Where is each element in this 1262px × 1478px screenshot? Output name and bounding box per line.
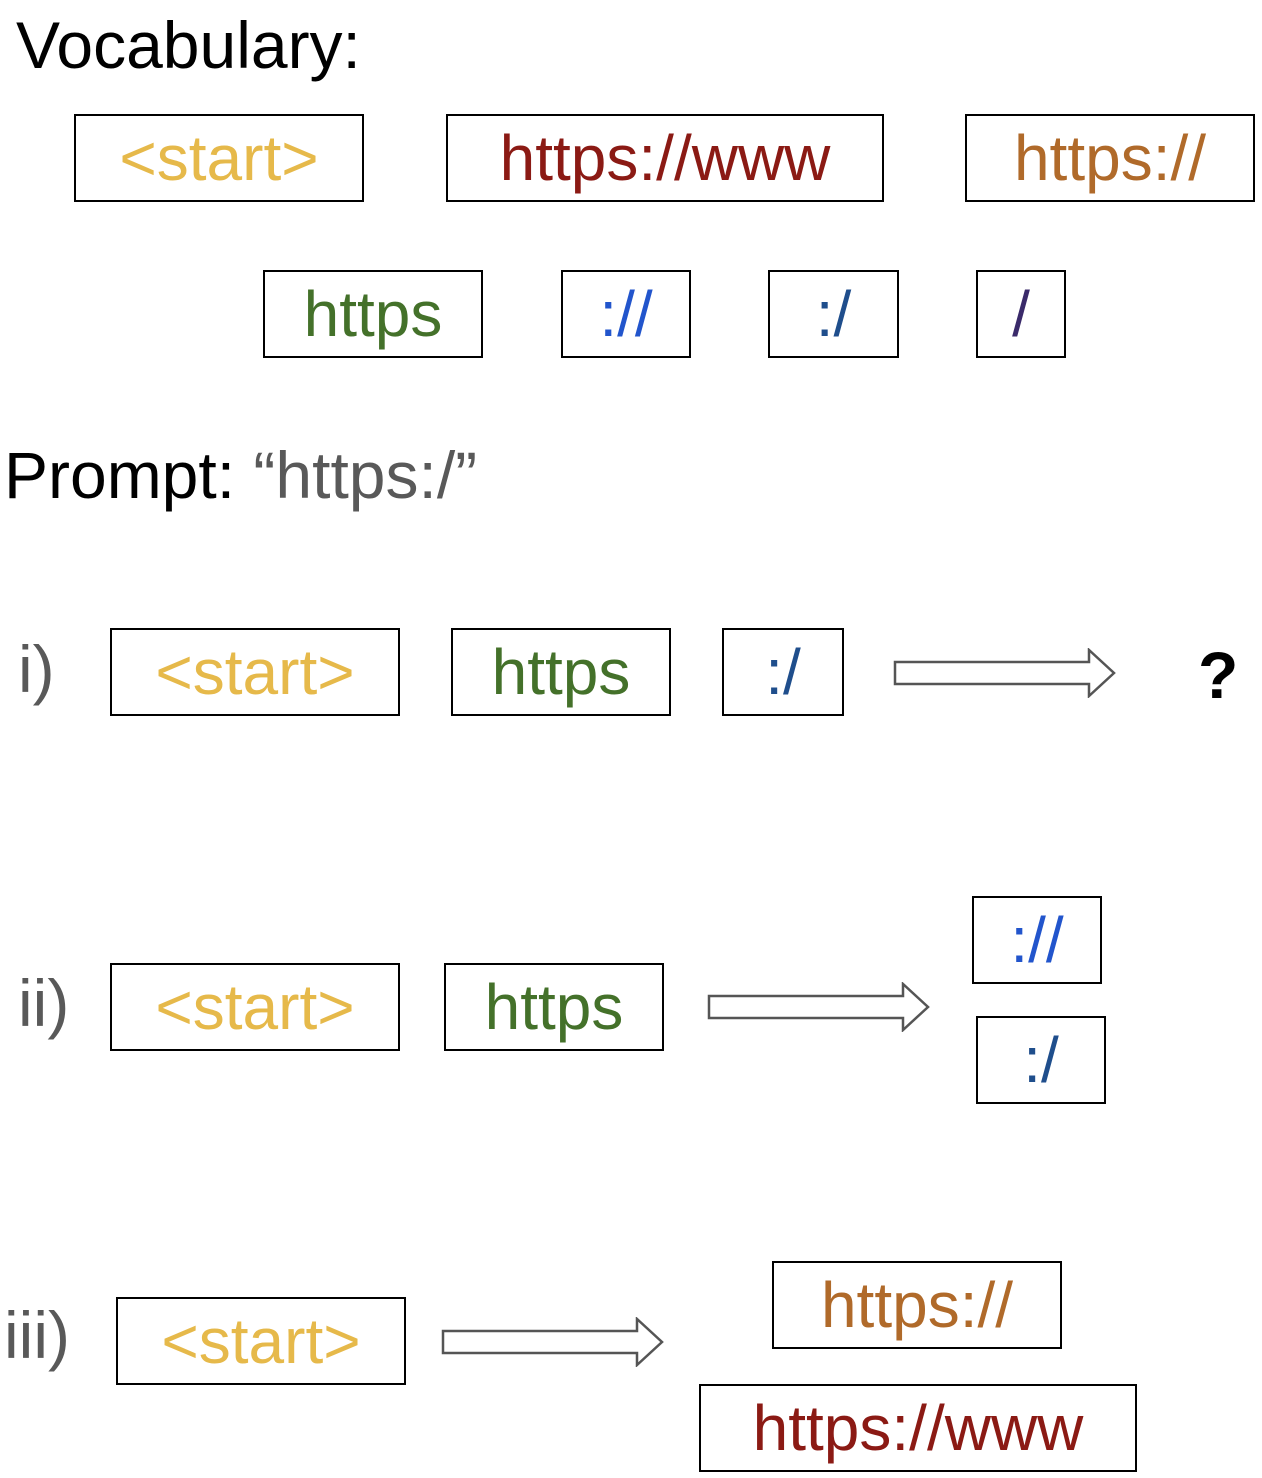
- row-iii-token-start: <start>: [116, 1297, 406, 1385]
- vocab-token-https: https: [263, 270, 483, 358]
- row-i-arrow-icon: [893, 648, 1116, 698]
- row-ii-candidate-colon-slash-slash: ://: [972, 896, 1102, 984]
- vocabulary-title: Vocabulary:: [16, 8, 361, 82]
- vocab-token-start: <start>: [74, 114, 364, 202]
- row-ii-token-start: <start>: [110, 963, 400, 1051]
- vocab-token-https-slashes: https://: [965, 114, 1255, 202]
- prompt-label: Prompt:: [4, 438, 236, 512]
- row-iii-label: iii): [4, 1298, 70, 1372]
- vocab-token-https-www: https://www: [446, 114, 884, 202]
- row-ii-candidate-colon-slash: :/: [976, 1016, 1106, 1104]
- prompt-line: Prompt: “https:/”: [4, 442, 477, 508]
- vocab-token-colon-slash-slash: ://: [561, 270, 691, 358]
- row-iii-candidate-https-slashes: https://: [772, 1261, 1062, 1349]
- row-ii-token-https: https: [444, 963, 664, 1051]
- row-i-token-start: <start>: [110, 628, 400, 716]
- row-ii-label: ii): [18, 966, 70, 1040]
- row-i-token-colon-slash: :/: [722, 628, 844, 716]
- row-i-label: i): [18, 632, 55, 706]
- row-i-token-https: https: [451, 628, 671, 716]
- vocab-token-slash: /: [976, 270, 1066, 358]
- prompt-text: “https:/”: [253, 438, 478, 512]
- row-iii-candidate-https-www: https://www: [699, 1384, 1137, 1472]
- row-iii-arrow-icon: [441, 1317, 664, 1367]
- row-ii-arrow-icon: [707, 982, 930, 1032]
- vocab-token-colon-slash: :/: [768, 270, 899, 358]
- row-i-result: ?: [1198, 638, 1239, 712]
